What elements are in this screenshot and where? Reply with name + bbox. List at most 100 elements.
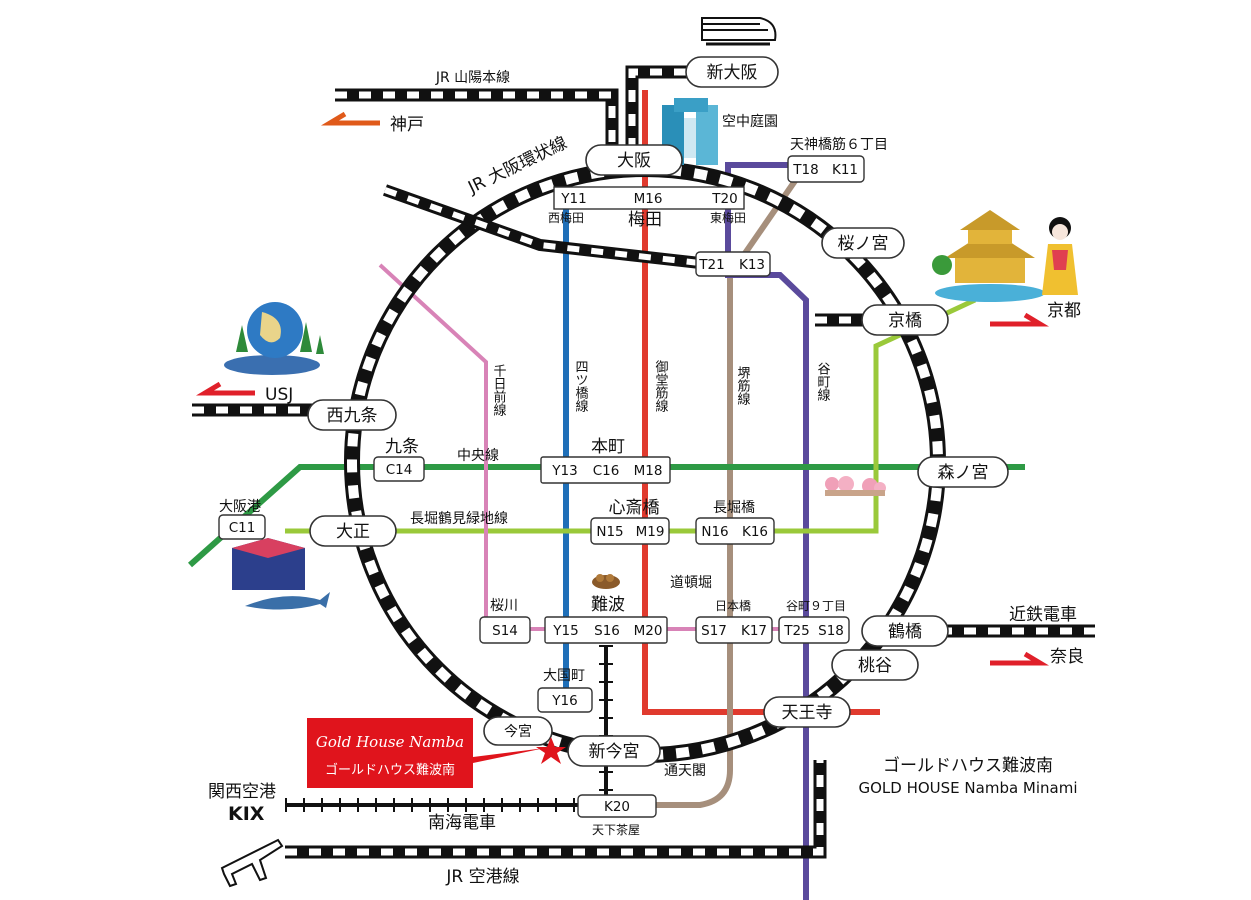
station-labels: 新大阪 大阪 桜ノ宮 京橋 西九条 森ノ宮 大正 鶴橋 — [307, 56, 1009, 767]
svg-text:N15: N15 — [596, 524, 623, 540]
code-box-namba[interactable]: Y15 S16 M20 — [544, 616, 668, 644]
aquarium-icon — [232, 538, 330, 610]
svg-text:N16: N16 — [701, 524, 728, 540]
direction-arrows — [195, 111, 1050, 666]
station-imamiya[interactable]: 今宮 — [483, 716, 553, 746]
svg-text:天王寺: 天王寺 — [782, 703, 833, 723]
station-shin-imamiya[interactable]: 新今宮 — [567, 735, 661, 767]
svg-text:Y13: Y13 — [551, 463, 577, 479]
code-box-nipponbashi[interactable]: S17 K17 — [695, 616, 773, 644]
station-daikokucho: 大国町 — [543, 668, 585, 684]
landmark-sky-garden: 空中庭園 — [722, 113, 778, 130]
label-midosuji-line: 御堂筋線 — [653, 360, 669, 412]
station-kyobashi[interactable]: 京橋 — [861, 304, 949, 336]
svg-text:S17: S17 — [701, 623, 727, 639]
landmark-tsutenkaku: 通天閣 — [664, 763, 706, 779]
code-box-osakako[interactable]: C11 — [218, 514, 266, 540]
code-box-sakuragawa[interactable]: S14 — [479, 616, 531, 644]
svg-text:新今宮: 新今宮 — [589, 742, 640, 762]
code-box-shinsaibashi[interactable]: N15 M19 — [590, 517, 670, 545]
station-kujo: 九条 — [385, 437, 419, 457]
globe-icon — [224, 302, 324, 375]
svg-text:C14: C14 — [386, 462, 413, 478]
station-shinsaibashi: 心斎橋 — [609, 498, 660, 518]
label-sakaisuji-line: 堺筋線 — [735, 366, 751, 405]
svg-text:M16: M16 — [634, 191, 663, 207]
station-honmachi: 本町 — [591, 437, 625, 457]
takoyaki-icon — [592, 574, 620, 589]
code-box-kujo[interactable]: C14 — [373, 456, 425, 482]
svg-text:K11: K11 — [832, 162, 858, 178]
svg-text:T21: T21 — [698, 257, 724, 273]
station-tanimachi9: 谷町９丁目 — [786, 599, 846, 613]
code-box-daikokucho[interactable]: Y16 — [537, 687, 593, 713]
hotel-caption-en: GOLD HOUSE Namba Minami — [858, 779, 1077, 797]
dest-kix: KIX — [228, 803, 265, 825]
station-nishikujo[interactable]: 西九条 — [307, 399, 397, 431]
station-nagahoribashi: 長堀橋 — [713, 500, 755, 516]
arrow-east-nara-icon — [990, 651, 1050, 666]
station-nishi-umeda: 西梅田 — [548, 210, 584, 225]
station-tsuruhashi[interactable]: 鶴橋 — [861, 615, 949, 647]
station-osaka[interactable]: 大阪 — [585, 144, 683, 176]
svg-text:大阪: 大阪 — [617, 151, 651, 171]
station-shin-osaka[interactable]: 新大阪 — [685, 56, 779, 88]
svg-text:S16: S16 — [594, 623, 620, 639]
svg-text:森ノ宮: 森ノ宮 — [938, 463, 989, 483]
station-tengachaya: 天下茶屋 — [592, 822, 640, 837]
svg-text:T20: T20 — [711, 191, 737, 207]
sakaisuji-line — [655, 176, 800, 808]
maiko-icon — [1042, 217, 1078, 295]
code-box-tengachaya[interactable]: K20 — [577, 794, 657, 818]
svg-text:新大阪: 新大阪 — [707, 63, 758, 83]
hotel-name-jp: ゴールドハウス難波南 — [325, 762, 455, 778]
arrow-east-kyoto-icon — [990, 312, 1050, 327]
station-higashi-umeda: 東梅田 — [710, 210, 746, 225]
svg-text:Y15: Y15 — [552, 623, 578, 639]
label-sanyo-line: JR 山陽本線 — [435, 70, 510, 86]
dest-kobe: 神戸 — [390, 115, 424, 135]
svg-text:K16: K16 — [742, 524, 768, 540]
svg-text:C11: C11 — [229, 520, 256, 536]
code-box-tenjinbashi[interactable]: T18 K11 — [787, 155, 865, 183]
svg-text:大正: 大正 — [336, 522, 370, 542]
golden-pavilion-icon — [932, 210, 1045, 302]
station-sakuranomiya[interactable]: 桜ノ宮 — [821, 227, 905, 259]
shinkansen-icon — [701, 17, 777, 46]
hotel-star-icon — [536, 737, 566, 764]
svg-text:Y16: Y16 — [551, 693, 577, 709]
label-airport-line: JR 空港線 — [445, 867, 519, 887]
svg-text:鶴橋: 鶴橋 — [888, 622, 922, 642]
cherry-blossom-icon — [825, 476, 886, 496]
station-code-boxes: Y11 M16 T20 西梅田 梅田 東梅田 天神橋筋６丁目 T18 K11 T… — [218, 136, 888, 837]
hotel-callout[interactable]: Gold House Namba ゴールドハウス難波南 — [307, 718, 566, 788]
code-box-umeda[interactable]: Y11 M16 T20 — [553, 186, 745, 210]
hotel-caption: ゴールドハウス難波南 GOLD HOUSE Namba Minami — [858, 755, 1077, 797]
station-tenjinbashi: 天神橋筋６丁目 — [790, 136, 888, 153]
code-box-honmachi[interactable]: Y13 C16 M18 — [540, 456, 671, 484]
code-box-tanimachi9[interactable]: T25 S18 — [778, 616, 850, 644]
label-yotsubashi-line: 四ツ橋線 — [573, 360, 589, 412]
arrow-west-usj-icon — [195, 381, 255, 396]
station-namba: 難波 — [591, 595, 625, 615]
svg-text:Y11: Y11 — [560, 191, 586, 207]
hotel-caption-jp: ゴールドハウス難波南 — [883, 755, 1053, 776]
station-morinomiya[interactable]: 森ノ宮 — [917, 456, 1009, 488]
landmark-dotonbori: 道頓堀 — [670, 575, 712, 591]
svg-text:K17: K17 — [741, 623, 767, 639]
dest-kansai-airport: 関西空港 — [208, 782, 276, 802]
hotel-label-box — [307, 718, 473, 788]
code-box-minami-morimachi[interactable]: T21 K13 — [695, 251, 771, 277]
svg-text:T25: T25 — [783, 623, 809, 639]
station-osakako: 大阪港 — [219, 499, 261, 515]
station-tennoji[interactable]: 天王寺 — [763, 696, 851, 728]
station-taisho[interactable]: 大正 — [309, 515, 397, 547]
code-box-nagahoribashi[interactable]: N16 K16 — [695, 517, 775, 545]
station-momodani[interactable]: 桃谷 — [831, 649, 919, 681]
rail-tracks — [192, 65, 1095, 859]
label-kintetsu-line: 近鉄電車 — [1009, 605, 1077, 625]
hotel-name-en: Gold House Namba — [316, 733, 464, 751]
svg-text:C16: C16 — [593, 463, 620, 479]
svg-text:S14: S14 — [492, 623, 518, 639]
